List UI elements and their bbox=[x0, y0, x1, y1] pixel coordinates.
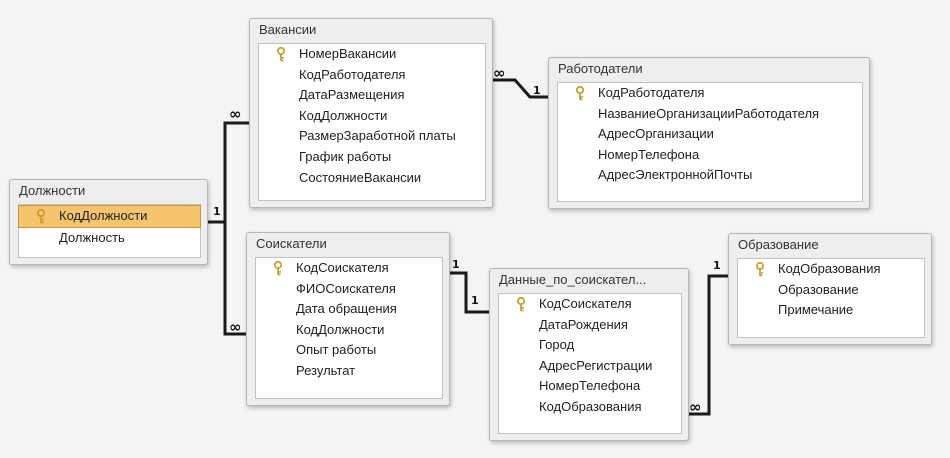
field-row[interactable]: Результат bbox=[256, 361, 442, 382]
field-label: СостояниеВакансии bbox=[299, 169, 422, 185]
field-label: Результат bbox=[296, 362, 356, 378]
field-row[interactable]: Примечание bbox=[738, 300, 924, 321]
field-row[interactable]: НомерВакансии bbox=[259, 44, 485, 65]
field-row[interactable]: КодОбразования bbox=[499, 397, 681, 418]
field-label: НомерВакансии bbox=[299, 46, 397, 61]
card-one-dolzhnosti: 1 bbox=[213, 205, 221, 218]
primary-key-icon bbox=[276, 46, 286, 62]
field-row[interactable]: НомерТелефона bbox=[558, 145, 862, 166]
field-label: КодДолжности bbox=[299, 107, 388, 123]
field-label: График работы bbox=[299, 148, 392, 164]
field-label: Должность bbox=[59, 229, 125, 245]
field-label: Дата обращения bbox=[296, 301, 397, 317]
primary-key-icon bbox=[755, 261, 765, 277]
field-label: КодРаботодателя bbox=[299, 66, 406, 82]
field-row[interactable]: АдресРегистрации bbox=[499, 356, 681, 377]
field-row[interactable]: ФИОСоискателя bbox=[256, 279, 442, 300]
field-row[interactable]: АдресЭлектроннойПочты bbox=[558, 165, 862, 186]
field-row[interactable]: Опыт работы bbox=[256, 340, 442, 361]
relationship-vakansii-rabotodateli bbox=[484, 78, 548, 99]
field-label: Город bbox=[539, 337, 575, 353]
field-row[interactable]: НазваниеОрганизацииРаботодателя bbox=[558, 104, 862, 125]
field-label: НомерТелефона bbox=[539, 378, 641, 394]
field-row[interactable]: КодРаботодателя bbox=[259, 65, 485, 86]
relationship-dolzhnosti-soiskateli bbox=[206, 220, 246, 336]
field-row[interactable]: КодСоискателя bbox=[499, 294, 681, 315]
card-one-dannye: 1 bbox=[471, 294, 479, 307]
field-label: КодОбразования bbox=[778, 261, 881, 276]
field-row[interactable]: СостояниеВакансии bbox=[259, 168, 485, 189]
card-one-obrazovanie: 1 bbox=[713, 259, 721, 272]
field-row[interactable]: АдресОрганизации bbox=[558, 124, 862, 145]
field-row[interactable]: Должность bbox=[19, 228, 200, 249]
field-label: ДатаРождения bbox=[539, 316, 628, 332]
table-title[interactable]: Соискатели bbox=[256, 236, 327, 251]
table-title[interactable]: Работодатели bbox=[558, 61, 643, 76]
field-label: АдресРегистрации bbox=[539, 357, 653, 373]
field-row[interactable]: Город bbox=[499, 335, 681, 356]
field-row[interactable]: ДатаРазмещения bbox=[259, 85, 485, 106]
field-label: РазмерЗаработной платы bbox=[299, 128, 456, 144]
primary-key-icon bbox=[516, 296, 526, 312]
field-label: Опыт работы bbox=[296, 342, 377, 358]
field-row[interactable]: КодДолжности bbox=[18, 205, 201, 228]
field-label: АдресЭлектроннойПочты bbox=[598, 167, 753, 183]
card-one-rabotodateli: 1 bbox=[533, 84, 541, 97]
table-title[interactable]: Образование bbox=[738, 237, 819, 252]
field-row[interactable]: КодДолжности bbox=[256, 320, 442, 341]
field-row[interactable]: РазмерЗаработной платы bbox=[259, 126, 485, 147]
field-label: АдресОрганизации bbox=[598, 126, 714, 142]
primary-key-icon bbox=[575, 85, 585, 101]
field-row[interactable]: Образование bbox=[738, 280, 924, 301]
field-label: КодДолжности bbox=[59, 208, 148, 223]
field-row[interactable]: КодСоискателя bbox=[256, 258, 442, 279]
field-label: НазваниеОрганизацииРаботодателя bbox=[598, 105, 820, 121]
field-label: Образование bbox=[778, 281, 859, 297]
table-title[interactable]: Данные_по_соискател... bbox=[499, 272, 647, 287]
primary-key-icon bbox=[36, 208, 46, 224]
field-label: КодОбразования bbox=[539, 398, 642, 414]
field-row[interactable]: КодРаботодателя bbox=[558, 83, 862, 104]
card-one-soiskateli: 1 bbox=[452, 258, 460, 271]
field-label: КодСоискателя bbox=[296, 260, 389, 275]
field-row[interactable]: ДатаРождения bbox=[499, 315, 681, 336]
field-row[interactable]: НомерТелефона bbox=[499, 376, 681, 397]
field-label: НомерТелефона bbox=[598, 146, 700, 162]
table-title[interactable]: Должности bbox=[19, 183, 86, 198]
relationship-soiskateli-dannye bbox=[448, 271, 489, 314]
card-many-dannye: ∞ bbox=[689, 398, 702, 416]
card-many-vakansii: ∞ bbox=[493, 64, 506, 82]
field-row[interactable]: График работы bbox=[259, 147, 485, 168]
field-label: ДатаРазмещения bbox=[299, 87, 405, 103]
field-label: КодСоискателя bbox=[539, 296, 632, 311]
field-label: Примечание bbox=[778, 302, 854, 318]
field-label: КодРаботодателя bbox=[598, 85, 705, 100]
field-label: ФИОСоискателя bbox=[296, 280, 396, 296]
primary-key-icon bbox=[273, 260, 283, 276]
field-row[interactable]: КодДолжности bbox=[259, 106, 485, 127]
field-row[interactable]: КодОбразования bbox=[738, 259, 924, 280]
card-many-soiskateli: ∞ bbox=[229, 318, 242, 336]
field-row[interactable]: Дата обращения bbox=[256, 299, 442, 320]
field-label: КодДолжности bbox=[296, 321, 385, 337]
card-many-vakansii-kod: ∞ bbox=[229, 105, 242, 123]
relationship-obrazovanie-dannye bbox=[687, 274, 728, 416]
table-title[interactable]: Вакансии bbox=[259, 22, 317, 37]
